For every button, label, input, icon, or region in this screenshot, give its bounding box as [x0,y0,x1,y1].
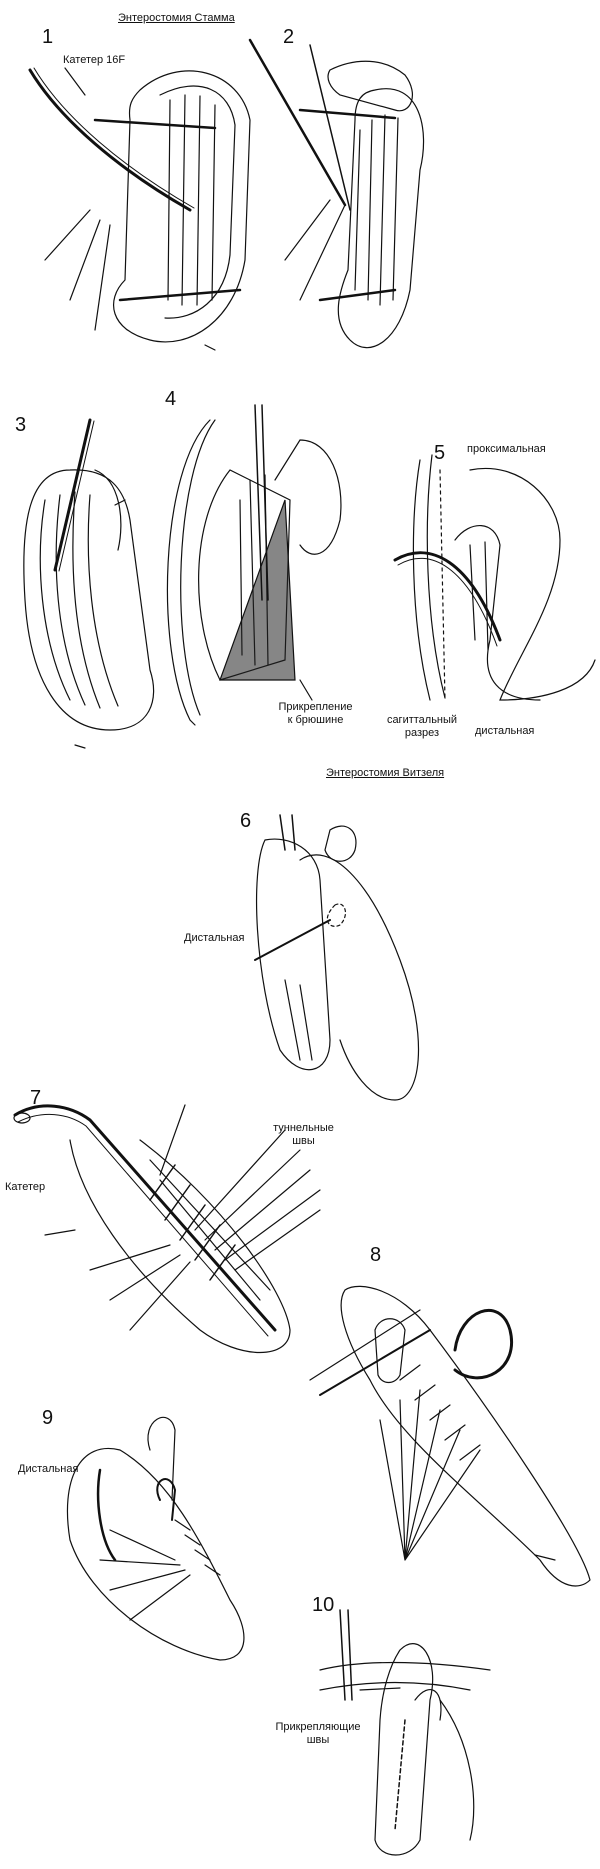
panel-number-1: 1 [42,26,54,48]
stamm-title: Энтеростомия Стамма [118,12,235,24]
label-proximal: проксимальная [467,443,546,455]
panel-number-2: 2 [283,26,295,48]
label-fix-line1: Прикрепляющие [275,1721,361,1733]
label-distal-5: дистальная [475,725,535,737]
panel-3-illustration [23,418,155,749]
label-attach-peritoneum: Прикрепление к брюшине [268,701,363,727]
panel-number-6: 6 [240,810,252,832]
panel-8-illustration [309,1285,591,1587]
panel-5-illustration [393,454,596,701]
panel-number-10: 10 [312,1594,335,1616]
panel-2-illustration [248,38,425,349]
panel-7-illustration [13,1104,321,1354]
panel-10-illustration [319,1609,491,1856]
panel-number-8: 8 [370,1244,382,1266]
label-catheter-16f: Катетер 16F [63,54,126,66]
panel-1-illustration [28,67,251,351]
panel-number-7: 7 [30,1087,42,1109]
panel-6-illustration [254,814,420,1101]
label-sagittal-line2: разрез [404,727,440,739]
label-distal-9: Дистальная [18,1463,79,1475]
panel-4-illustration [166,404,342,726]
label-tunnel-line2: швы [292,1135,315,1147]
panel-number-5: 5 [434,442,446,464]
label-attach-line2: к брюшине [287,714,344,726]
label-attach-line1: Прикрепление [278,701,353,713]
panel-number-9: 9 [42,1407,54,1429]
label-fix-line2: швы [306,1734,330,1746]
label-distal-6: Дистальная [184,932,245,944]
panel-9-illustration [66,1417,245,1661]
label-catheter: Катетер [5,1181,46,1193]
label-tunnel-sutures: туннельные швы [266,1122,341,1148]
witzel-title: Энтеростомия Витзеля [326,767,445,779]
label-fixing-sutures: Прикрепляющие швы [268,1721,368,1747]
panel-number-3: 3 [15,414,27,436]
label-sagittal: сагиттальный разрез [382,714,462,740]
label-sagittal-line1: сагиттальный [386,714,458,726]
label-tunnel-line1: туннельные [273,1122,334,1134]
panel-number-4: 4 [165,388,177,410]
